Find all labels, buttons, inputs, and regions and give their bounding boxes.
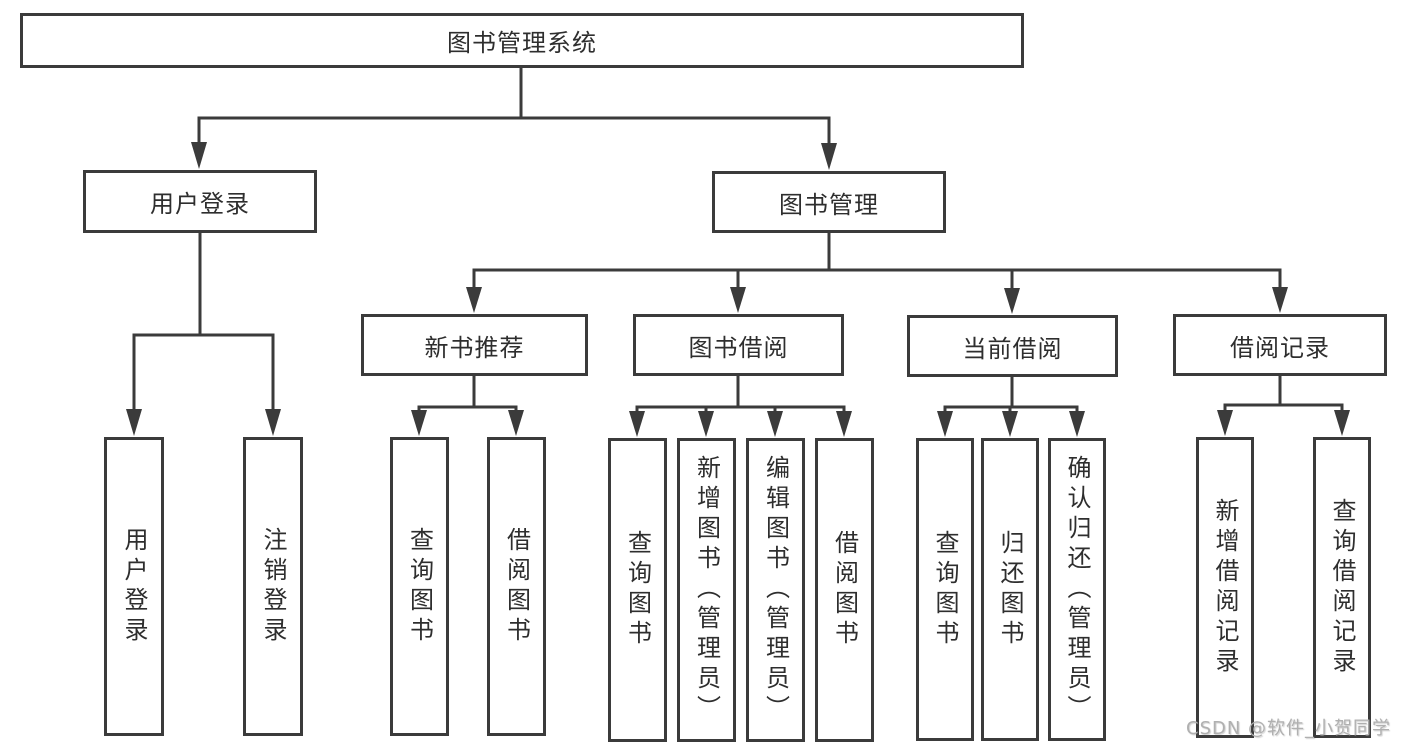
node-current-borrow: 当前借阅 xyxy=(907,315,1118,377)
leaf-user-login-label: 用户登录 xyxy=(120,526,148,647)
leaf-br-add-record-label: 新增借阅记录 xyxy=(1211,497,1239,678)
node-root-label: 图书管理系统 xyxy=(447,29,597,57)
leaf-br-query-record: 查询借阅记录 xyxy=(1313,437,1371,738)
leaf-br-add-record: 新增借阅记录 xyxy=(1196,437,1254,738)
node-user-login-branch: 用户登录 xyxy=(83,170,317,233)
node-new-book-recommend-label: 新书推荐 xyxy=(424,333,525,362)
node-current-borrow-label: 当前借阅 xyxy=(962,334,1063,363)
leaf-bb-query-book: 查询图书 xyxy=(608,438,667,742)
node-borrow-record-label: 借阅记录 xyxy=(1230,333,1330,362)
leaf-bb-edit-book-admin-label: 编辑图书（管理员） xyxy=(761,455,790,725)
leaf-logout-label: 注销登录 xyxy=(259,526,287,647)
leaf-bb-edit-book-admin: 编辑图书（管理员） xyxy=(746,438,805,742)
leaf-logout: 注销登录 xyxy=(243,437,303,736)
node-book-mgmt-branch: 图书管理 xyxy=(712,171,946,233)
node-user-login-branch-label: 用户登录 xyxy=(150,190,250,218)
leaf-cb-query-book: 查询图书 xyxy=(916,438,974,741)
node-book-borrow-label: 图书借阅 xyxy=(688,333,789,362)
leaf-nbr-borrow-book: 借阅图书 xyxy=(487,437,546,736)
leaf-br-query-record-label: 查询借阅记录 xyxy=(1328,497,1356,678)
leaf-bb-borrow-book: 借阅图书 xyxy=(815,438,874,742)
node-new-book-recommend: 新书推荐 xyxy=(361,314,588,376)
leaf-bb-query-book-label: 查询图书 xyxy=(623,530,652,650)
node-book-mgmt-branch-label: 图书管理 xyxy=(779,190,879,219)
leaf-nbr-query-book-label: 查询图书 xyxy=(405,526,434,647)
leaf-cb-return-book-label: 归还图书 xyxy=(996,529,1024,650)
leaf-bb-add-book-admin: 新增图书（管理员） xyxy=(677,438,736,742)
leaf-bb-add-book-admin-label: 新增图书（管理员） xyxy=(692,455,721,725)
node-book-borrow: 图书借阅 xyxy=(633,314,844,376)
leaf-cb-confirm-return-admin: 确认归还（管理员） xyxy=(1048,438,1106,741)
node-borrow-record: 借阅记录 xyxy=(1173,314,1387,376)
arrowheads xyxy=(126,142,1350,437)
leaf-cb-return-book: 归还图书 xyxy=(981,438,1039,741)
leaf-nbr-query-book: 查询图书 xyxy=(390,437,449,736)
leaf-nbr-borrow-book-label: 借阅图书 xyxy=(502,526,531,647)
csdn-watermark: CSDN @软件_小贺同学 xyxy=(1186,718,1392,739)
leaf-cb-confirm-return-admin-label: 确认归还（管理员） xyxy=(1063,454,1091,725)
node-root: 图书管理系统 xyxy=(20,13,1024,68)
leaf-user-login: 用户登录 xyxy=(104,437,164,736)
leaf-cb-query-book-label: 查询图书 xyxy=(931,529,959,650)
leaf-bb-borrow-book-label: 借阅图书 xyxy=(830,530,859,650)
